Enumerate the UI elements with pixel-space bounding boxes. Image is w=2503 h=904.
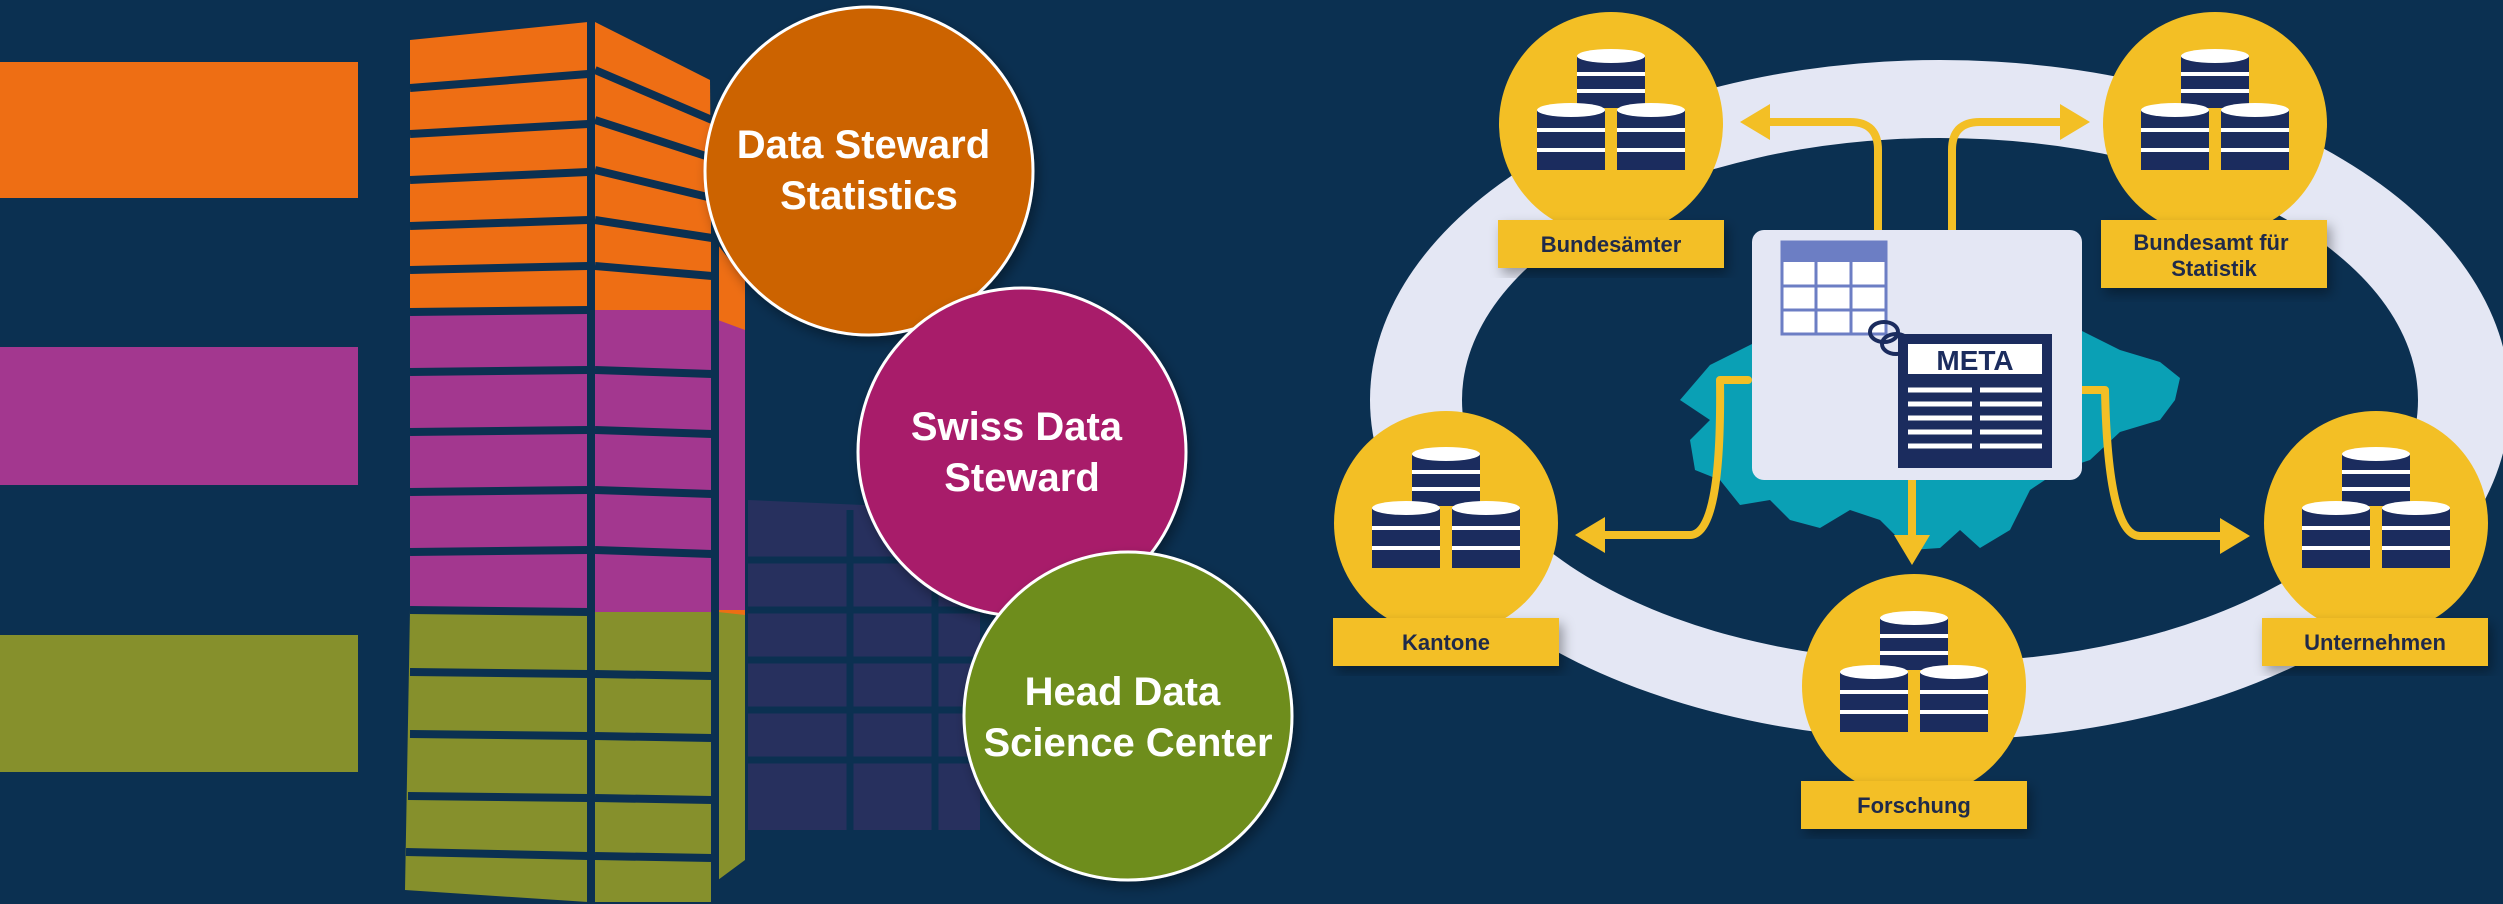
- main-building: [405, 20, 745, 904]
- role-label-line: Statistics: [780, 174, 958, 218]
- node-bundesaemter: Bundesämter: [1498, 12, 1724, 268]
- node-label: Unternehmen: [2304, 630, 2446, 655]
- role-label-line: Head Data: [1025, 670, 1221, 714]
- node-label: Kantone: [1402, 630, 1490, 655]
- svg-text:Data Steward Statistics: Data Steward Statistics: [737, 123, 1002, 218]
- node-label: Forschung: [1857, 793, 1971, 818]
- svg-text:Swiss Data Steward: Swiss Data Steward: [911, 405, 1133, 500]
- role-circle-head-data-science-center: Head Data Science Center: [962, 550, 1294, 882]
- node-label: Bundesamt für Statistik: [2133, 230, 2294, 281]
- band-orange: [0, 62, 358, 198]
- role-label-line: Data Steward: [737, 123, 990, 167]
- node-label: Bundesämter: [1541, 232, 1682, 257]
- node-kantone: Kantone: [1333, 411, 1559, 666]
- meta-document: META: [1898, 334, 2052, 468]
- band-olive: [0, 635, 358, 772]
- table-icon: [1780, 240, 1888, 336]
- role-circle-swiss-data-steward: Swiss Data Steward: [856, 286, 1188, 618]
- svg-text:Head Data Science Center: Head Data Science Center: [983, 670, 1272, 765]
- central-data-panel: META: [1752, 230, 2082, 480]
- meta-label: META: [1936, 345, 2013, 376]
- role-label-line: Steward: [944, 456, 1100, 500]
- role-label-line: Science Center: [983, 721, 1272, 765]
- node-bundesamt-fuer-statistik: Bundesamt für Statistik: [2101, 12, 2327, 288]
- node-forschung: Forschung: [1801, 574, 2027, 829]
- node-unternehmen: Unternehmen: [2262, 411, 2488, 666]
- role-circle-data-steward-statistics: Data Steward Statistics: [703, 5, 1035, 337]
- band-magenta: [0, 347, 358, 485]
- arrow-heads: [1575, 104, 2250, 565]
- connection-arrows: [1596, 118, 2229, 544]
- role-label-line: Swiss Data: [911, 405, 1123, 449]
